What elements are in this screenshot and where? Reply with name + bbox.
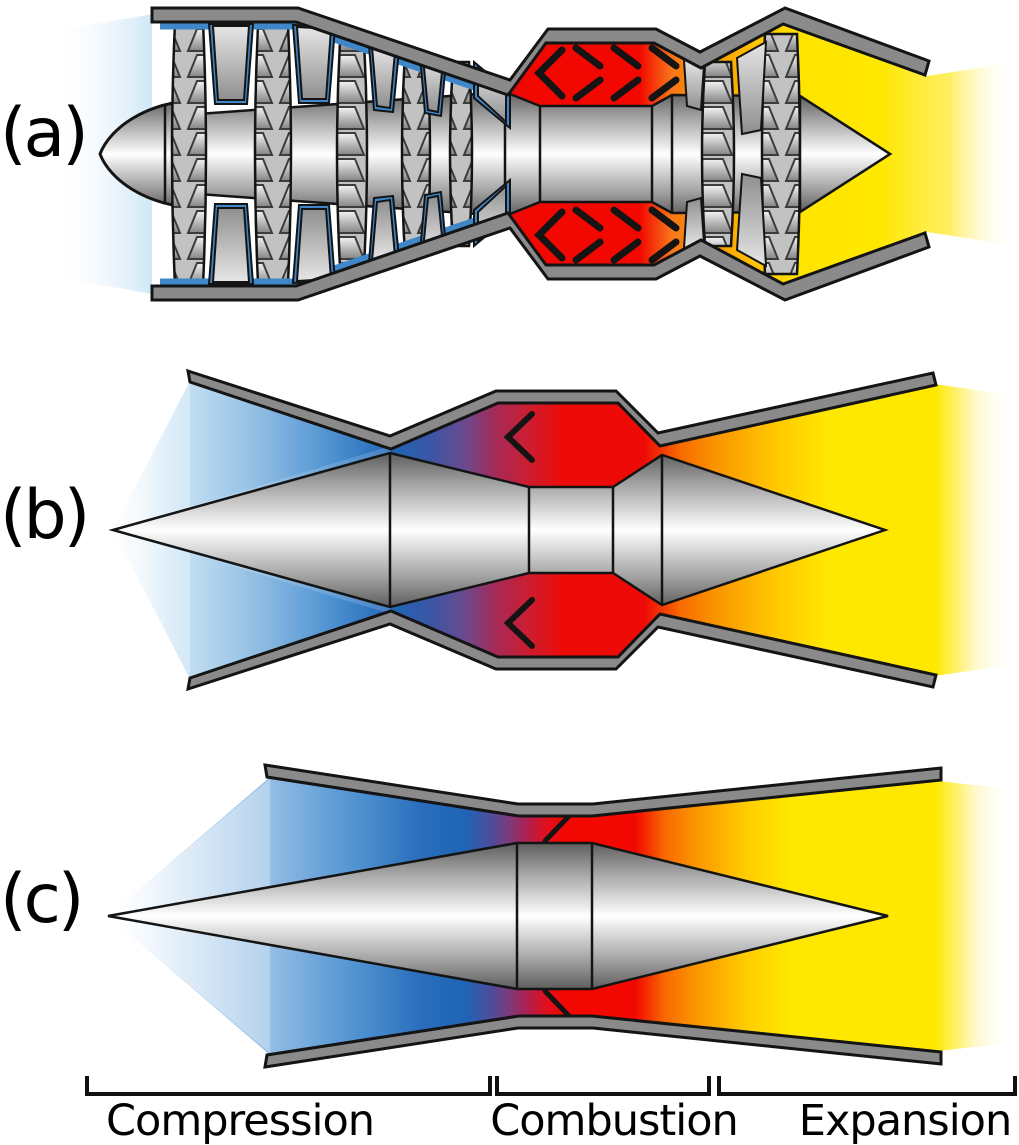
tail-cone xyxy=(798,93,893,215)
engine-a-turbojet xyxy=(48,6,1019,302)
engine-c-scramjet xyxy=(107,763,1019,1069)
stage-label-compression: Compression xyxy=(105,1096,375,1145)
turbine-blades xyxy=(700,32,802,276)
compression-bracket xyxy=(85,1076,492,1096)
stage-label-expansion: Expansion xyxy=(798,1096,1012,1145)
body-seam-lines xyxy=(515,843,594,989)
combustion-bracket xyxy=(495,1076,711,1096)
inlet-spike-body xyxy=(108,451,889,609)
panel-label-b: (b) xyxy=(0,476,90,555)
stage-axis xyxy=(85,1076,1017,1096)
expansion-bracket xyxy=(717,1076,1017,1096)
panel-label-c: (c) xyxy=(0,860,84,939)
stage-label-combustion: Combustion xyxy=(490,1096,739,1145)
body-seam-lines xyxy=(388,453,664,607)
engine-b-ramjet xyxy=(108,369,1019,691)
panel-label-a: (a) xyxy=(0,94,89,173)
